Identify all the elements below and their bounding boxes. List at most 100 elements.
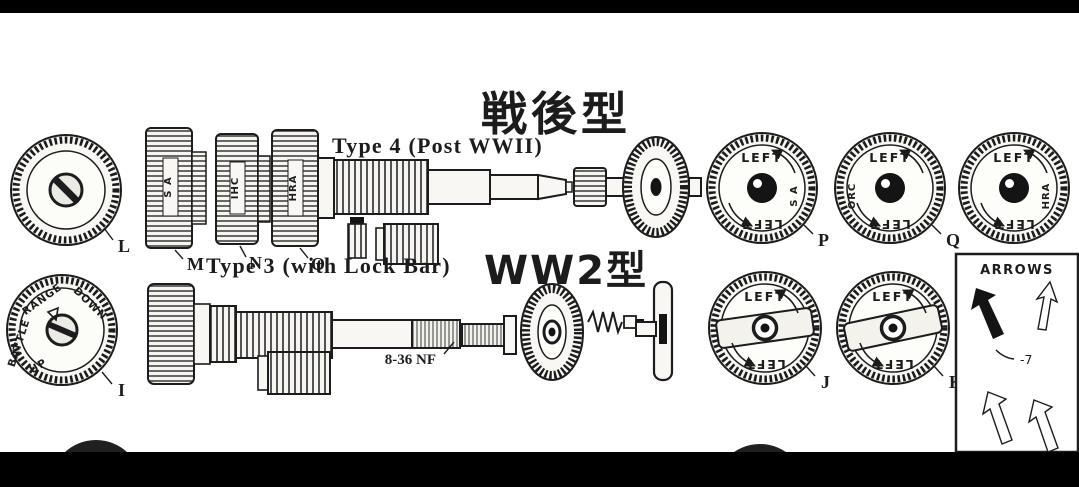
spring [587,309,623,336]
leader-line [103,227,114,241]
knob-face-p: LEFT LEFT S A P [706,132,829,250]
knob-side-marking: ORC [847,183,858,210]
cylinder-o: HRA O [271,129,325,274]
threaded-stub [461,323,505,347]
collar [193,303,211,365]
screw-slot [46,321,78,339]
leader-line [803,224,814,235]
collar [191,151,207,225]
arrows-panel-title: ARROWS [980,263,1054,278]
lock-bar-arm [635,321,657,337]
disc-hub-dot [548,327,556,337]
type3-spline-part [257,351,331,395]
marking-strip [162,157,179,217]
leader-line [805,365,816,377]
shaft-section [331,319,413,349]
leader-curve [995,349,1015,360]
outline-arrow [1027,399,1059,453]
screw-slot [52,176,80,204]
rotation-arrow [1022,149,1048,174]
type4-disc-assembly [573,136,702,238]
hub-highlight [881,179,890,188]
type3-title: Type 3 (with Lock Bar) [206,253,451,278]
knob-word-top: LEFT [993,150,1035,165]
knob-word-bottom: LEFT [993,217,1035,232]
knob-face-j: LEFT LEFT J [708,271,830,392]
panel-frame [954,252,1079,454]
type3-disc-assembly [461,280,674,382]
rotation-arrow [980,202,1006,227]
rotation-arrow [773,289,799,314]
knob-word-top: LEFT [741,150,783,165]
cylinder-marking: HRA [288,175,299,202]
cylinder-m: S A M [145,127,207,274]
arrow-note: -7 [1020,352,1032,367]
knurl-ring [710,273,820,383]
outline-arrow [981,391,1013,445]
rotation-arrow [898,149,924,174]
shaft-section [427,169,491,205]
knob-word-top: LEFT [744,289,786,304]
cylinder-n: IHC N [215,133,271,273]
rotation-arrow [731,342,757,367]
part-label-j: J [821,372,830,392]
rotation-arrow [901,289,927,314]
knurl-ring [8,276,116,384]
part-label-i: I [118,380,125,400]
type4-spline-parts [347,217,439,265]
knob-side-marking: HRA [1041,183,1052,210]
type3-shaft-assembly: 8-36 NF [147,283,461,385]
knurl-ring [960,134,1068,242]
knob-face-q: LEFT LEFT ORC Q [834,132,960,250]
spline-coupler [383,223,439,265]
disc-hub [650,178,662,196]
leader-line [443,341,455,355]
knob-word-bottom: LEFT [872,357,914,372]
spline-coupler [267,351,331,395]
rotation-arrow [856,202,882,227]
marking-strip [287,159,304,217]
outline-arrow [1035,280,1059,331]
shaft-tip [537,173,567,201]
part-label-l: L [118,236,130,256]
knob-word-top: LEFT [869,150,911,165]
disc-ribs [522,285,582,379]
knob-hub [747,173,777,203]
knob-face-hra: LEFT LEFT HRA [958,132,1070,244]
cylinder-marking: S A [163,176,174,197]
solid-arrow [971,288,1004,339]
type4-jp-title: 戦後型 [481,87,631,141]
part-label-o: O [311,254,325,274]
disc-ribs [624,138,688,236]
type4-shaft-assembly [317,157,573,219]
set-screw [623,315,637,329]
type3-jp-title: WW2型 [484,248,648,294]
leader-line [174,249,184,260]
knob-face-k: LEFT LEFT K [836,271,963,392]
knob-face-l: L [10,134,130,256]
rotation-arrow [728,202,754,227]
rotation-arrow [859,342,885,367]
leader-line [101,371,113,385]
knob-side-marking: S A [789,185,800,206]
knob-word-bottom: LEFT [869,217,911,232]
arrows-panel: ARROWS -7 [954,252,1079,454]
knob-word-top: LEFT [872,289,914,304]
marking-strip [229,161,246,215]
disc-stub [688,177,702,197]
spline-flange [257,355,269,391]
knurled-drum [147,283,195,385]
hub-highlight [1005,179,1014,188]
knurl-ring [12,136,120,244]
knob-hub [999,173,1029,203]
part-label-m: M [187,254,204,274]
index-triangle [46,306,60,322]
small-spline [347,223,367,259]
hub-dot [888,323,898,333]
cylinder-marking: IHC [230,177,241,199]
spline-block [209,305,237,363]
knob-word-bottom: LEFT [744,357,786,372]
spline-section [333,159,429,215]
leader-line [933,365,944,377]
